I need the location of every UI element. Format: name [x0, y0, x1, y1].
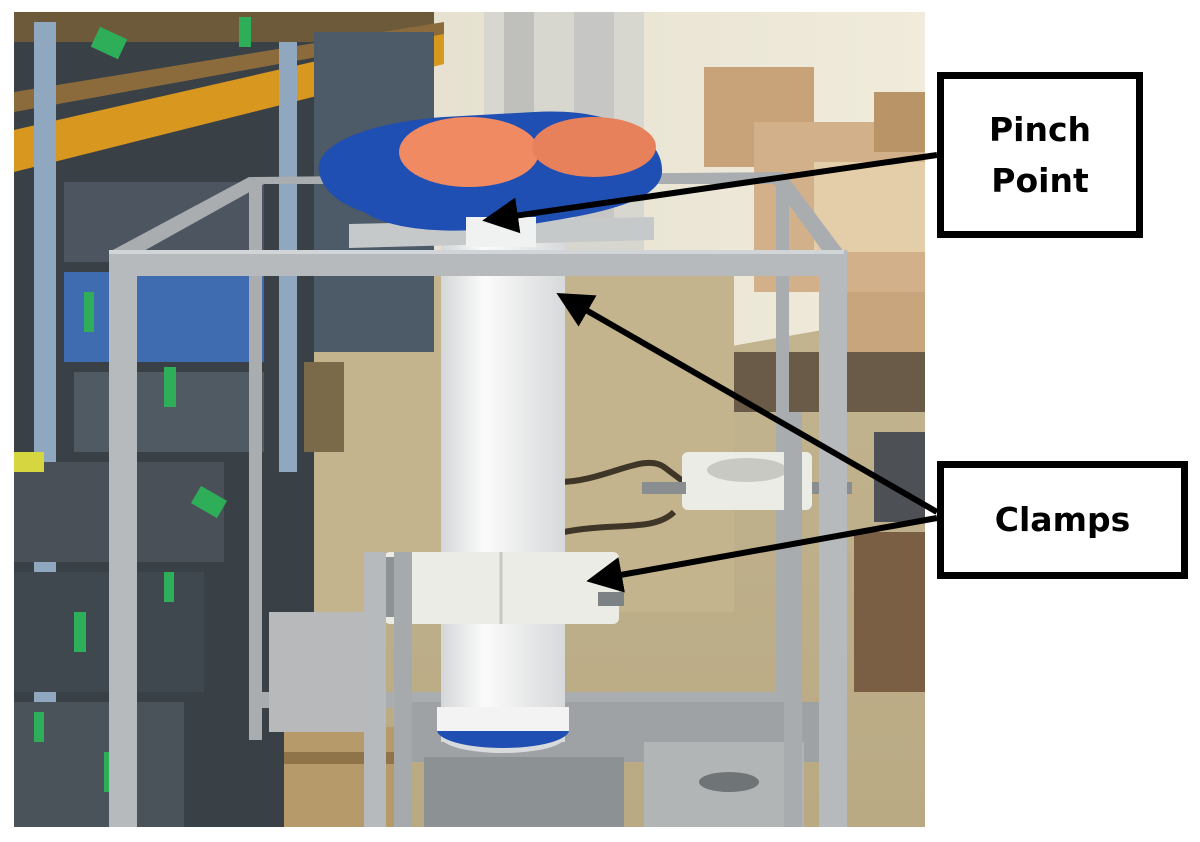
pinch-point-label-line-1: Pinch: [988, 109, 1092, 149]
base-plates: [394, 702, 824, 827]
photo-test-rig: [14, 12, 925, 827]
clamps-label-box: Clamps: [937, 461, 1188, 579]
clamps-label: Clamps: [994, 500, 1131, 540]
pinch-point-label-box: Pinch Point: [937, 72, 1143, 238]
pipe-end-cap: [437, 707, 569, 748]
pinch-point-label-line-2: Point: [991, 161, 1089, 200]
white-pipe: [441, 242, 565, 753]
